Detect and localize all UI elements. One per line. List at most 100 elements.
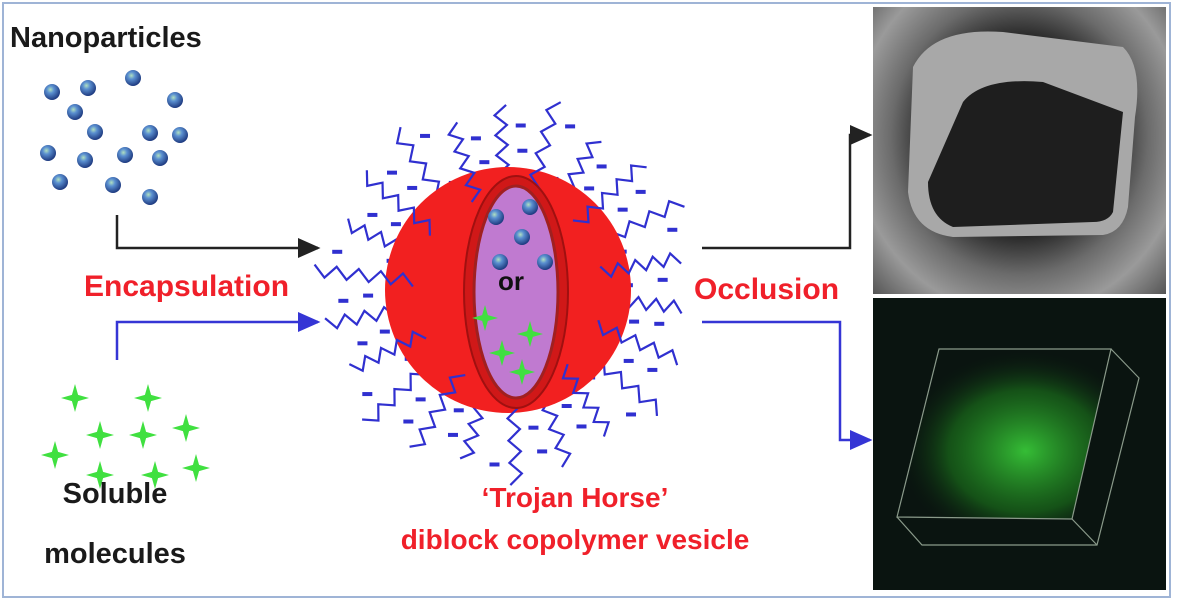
copolymer-chain xyxy=(409,373,466,448)
nanoparticle xyxy=(67,104,83,120)
encapsulation-arrow-molecules xyxy=(115,312,321,360)
soluble-molecule-star xyxy=(129,421,157,449)
nanoparticle xyxy=(77,152,93,168)
negative-charge xyxy=(447,432,458,437)
soluble-label-line2: molecules xyxy=(44,538,186,570)
soluble-molecule-star xyxy=(172,414,200,442)
copolymer-chain xyxy=(313,263,414,288)
negative-charge xyxy=(332,249,343,254)
negative-charge xyxy=(528,425,539,430)
copolymer-chain xyxy=(348,330,427,373)
vesicle-label-line2: diblock copolymer vesicle xyxy=(400,524,750,555)
negative-charge xyxy=(420,133,431,138)
confocal-box-drawing xyxy=(896,348,1140,546)
negative-charge xyxy=(453,408,464,413)
fluorescence-cloud xyxy=(897,349,1111,519)
negative-charge xyxy=(626,412,637,417)
negative-charge xyxy=(617,207,628,212)
negative-charge xyxy=(367,212,378,217)
nanoparticle xyxy=(488,209,504,225)
nanoparticle xyxy=(172,127,188,143)
soluble-molecule-star xyxy=(472,305,498,331)
confocal-image xyxy=(873,298,1166,590)
nanoparticle xyxy=(44,84,60,100)
negative-charge xyxy=(338,298,349,303)
sem-crystal-drawing xyxy=(908,31,1138,237)
negative-charge xyxy=(363,293,374,298)
negative-charge xyxy=(517,148,528,153)
soluble-molecule-star xyxy=(141,461,169,489)
negative-charge xyxy=(379,329,390,334)
sem-image xyxy=(873,7,1166,294)
negative-charge xyxy=(596,164,607,169)
negative-charge xyxy=(357,341,368,346)
negative-charge xyxy=(635,189,646,194)
negative-charge xyxy=(667,227,678,232)
encapsulation-label: Encapsulation xyxy=(84,270,290,303)
nanoparticle xyxy=(40,145,56,161)
soluble-molecule-star xyxy=(86,461,114,489)
nanoparticle xyxy=(52,174,68,190)
negative-charge xyxy=(561,403,572,408)
nanoparticle xyxy=(87,124,103,140)
negative-charge xyxy=(537,449,548,454)
negative-charge xyxy=(362,392,373,397)
nanoparticle xyxy=(142,125,158,141)
negative-charge xyxy=(479,160,490,165)
negative-charge xyxy=(657,277,668,282)
soluble-molecule-star xyxy=(182,454,210,482)
nanoparticle xyxy=(125,70,141,86)
soluble-molecule-star xyxy=(517,321,543,347)
negative-charge xyxy=(584,186,595,191)
copolymer-chain xyxy=(365,170,431,236)
or-label: or xyxy=(498,266,524,296)
bounding-box xyxy=(896,348,1140,546)
soluble-molecule-star xyxy=(41,441,69,469)
negative-charge xyxy=(629,319,640,324)
vesicle-label-line1: ‘Trojan Horse’ xyxy=(481,482,669,513)
negative-charge xyxy=(470,136,481,141)
copolymer-chain xyxy=(446,121,482,203)
copolymer-chain xyxy=(524,101,562,198)
nanoparticle xyxy=(522,199,538,215)
soluble-molecule-star xyxy=(86,421,114,449)
nanoparticles-label: Nanoparticles xyxy=(10,22,202,54)
negative-charge xyxy=(415,397,426,402)
nanoparticle xyxy=(167,92,183,108)
negative-charge xyxy=(565,124,576,129)
nanoparticle xyxy=(537,254,553,270)
copolymer-chain xyxy=(561,363,611,437)
copolymer-chain xyxy=(597,319,679,366)
negative-charge xyxy=(390,222,401,227)
vesicle-lumen xyxy=(472,184,560,400)
occlusion-arrow-sem xyxy=(702,125,873,250)
crystal-face xyxy=(928,81,1123,227)
soluble-molecule-star xyxy=(134,384,162,412)
nanoparticle xyxy=(80,80,96,96)
negative-charge xyxy=(623,358,634,363)
negative-charge xyxy=(576,424,587,429)
occlusion-arrow-confocal xyxy=(702,320,873,450)
negative-charge xyxy=(654,321,665,326)
nanoparticle xyxy=(142,189,158,205)
nanoparticle xyxy=(492,254,508,270)
soluble-molecule-star xyxy=(61,384,89,412)
nanoparticle xyxy=(105,177,121,193)
nanoparticle xyxy=(514,229,530,245)
negative-charge xyxy=(647,367,658,372)
negative-charge xyxy=(489,462,500,467)
nanoparticle xyxy=(152,150,168,166)
negative-charge xyxy=(515,123,526,128)
soluble-molecule-star xyxy=(509,359,535,385)
copolymer-chain xyxy=(572,164,647,224)
nanoparticle xyxy=(117,147,133,163)
negative-charge xyxy=(403,419,414,424)
copolymer-chain xyxy=(599,251,682,279)
negative-charge xyxy=(387,170,398,175)
soluble-molecule-star xyxy=(489,340,515,366)
negative-charge xyxy=(407,185,418,190)
encapsulation-arrow-nanoparticles xyxy=(115,215,321,258)
